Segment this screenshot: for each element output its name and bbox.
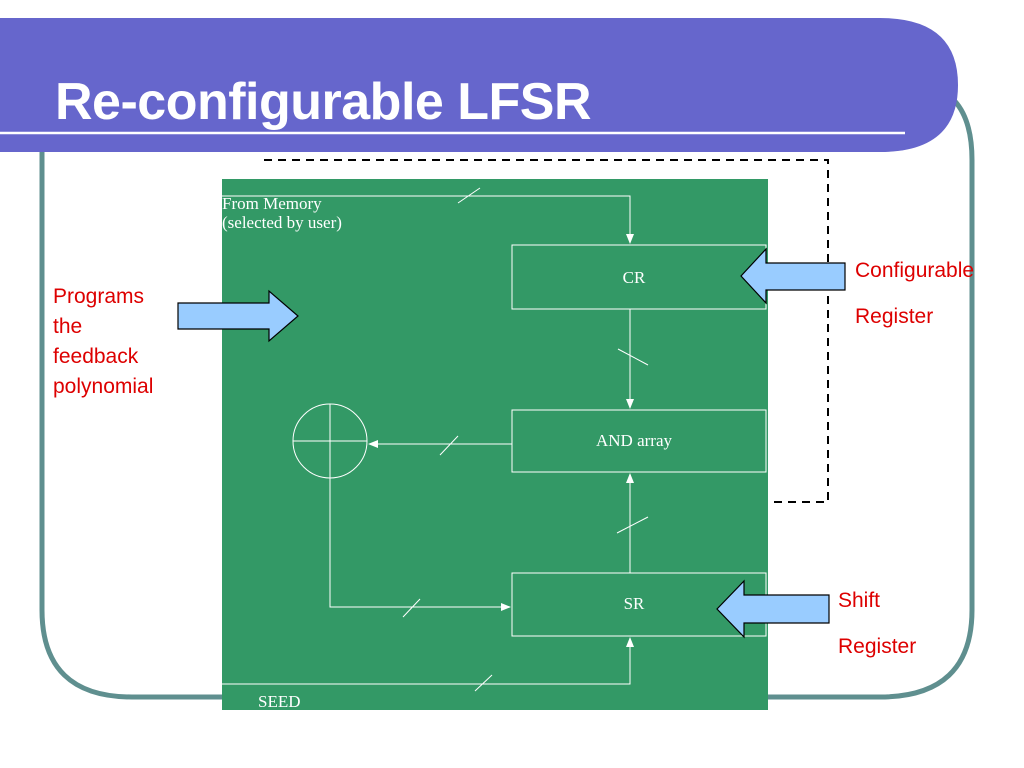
configurable-register-note: Configurable Register bbox=[855, 248, 974, 340]
seed-label: SEED bbox=[258, 692, 301, 711]
note-line: Register bbox=[855, 305, 934, 328]
note-line: Shift bbox=[838, 589, 881, 612]
cr-label: CR bbox=[623, 268, 646, 287]
note-line: polynomial bbox=[53, 375, 154, 398]
bus-tick bbox=[474, 674, 493, 692]
note-line: Programs bbox=[53, 285, 145, 308]
shift-register-note: Shift Register bbox=[838, 578, 916, 670]
memory-to-cr-wire bbox=[222, 195, 634, 244]
programs-feedback-note: Programs the feedback polynomial bbox=[53, 282, 153, 402]
title-band bbox=[0, 18, 958, 152]
configurable-callout-arrow bbox=[740, 247, 846, 305]
bus-tick bbox=[617, 348, 649, 366]
and-array-label: AND array bbox=[596, 431, 672, 450]
note-line: feedback bbox=[53, 345, 139, 368]
xor-to-sr-wire bbox=[329, 478, 511, 611]
from-memory-label: From Memory bbox=[222, 194, 322, 213]
seed-to-sr-wire bbox=[222, 637, 634, 685]
note-line: the bbox=[53, 315, 83, 338]
bus-tick bbox=[402, 598, 421, 618]
selected-by-user-label: (selected by user) bbox=[222, 213, 342, 232]
slide-title: Re-configurable LFSR bbox=[55, 73, 592, 131]
dashed-boundary bbox=[264, 159, 829, 503]
shift-callout-arrow bbox=[716, 579, 830, 639]
note-line: Register bbox=[838, 635, 917, 658]
note-line: Configurable bbox=[855, 259, 975, 282]
sr-label: SR bbox=[624, 594, 645, 613]
bus-tick bbox=[616, 516, 649, 534]
programs-callout-arrow bbox=[177, 289, 299, 343]
bus-tick bbox=[439, 435, 459, 456]
content-frame-border bbox=[39, 83, 975, 700]
and-array-block bbox=[511, 409, 767, 473]
bus-tick bbox=[457, 187, 481, 204]
